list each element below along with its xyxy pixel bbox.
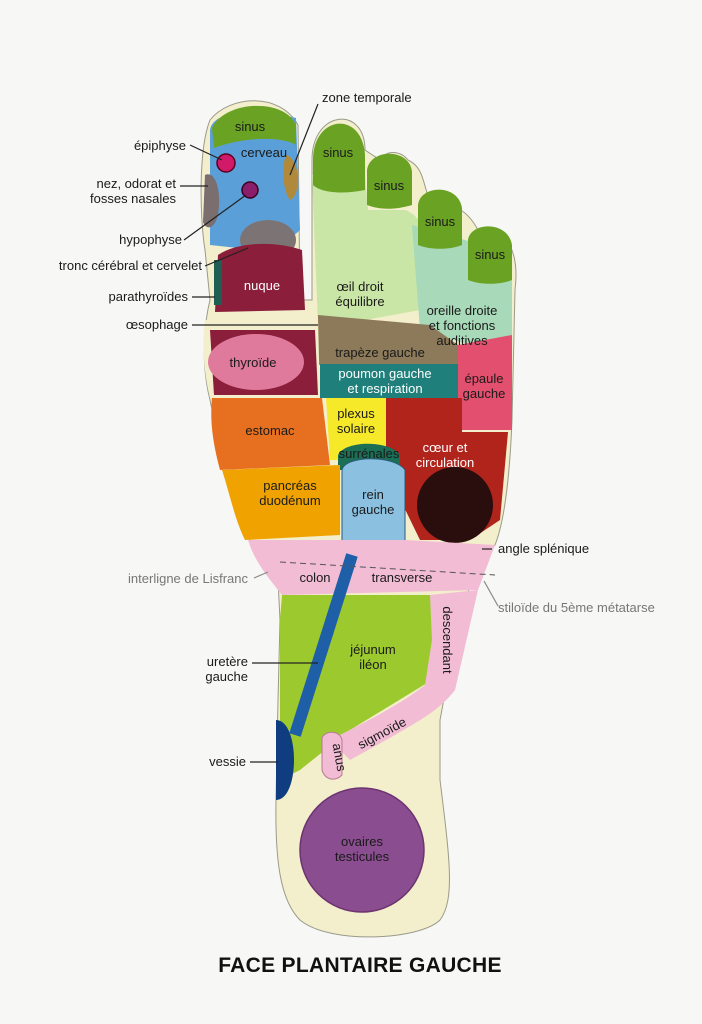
zone-anus [321, 731, 343, 780]
label-surrenales: surrénales [339, 446, 400, 461]
callout-epiphyse: épiphyse [134, 138, 186, 153]
callout-angle-splenique: angle splénique [498, 541, 589, 556]
callout-uretere-2: gauche [205, 669, 248, 684]
zone-pancreas [222, 465, 340, 540]
zone-thyroid [208, 334, 304, 390]
toe-2 [313, 123, 365, 193]
label-pancreas-2: duodénum [259, 493, 320, 508]
zone-rate [417, 467, 493, 543]
zone-ovaires [299, 787, 425, 913]
label-rein-2: gauche [352, 502, 395, 517]
callout-parathyroides: parathyroïdes [109, 289, 189, 304]
zone-descendant [330, 590, 478, 760]
label-oreille-3: auditives [436, 333, 488, 348]
callout-vessie: vessie [209, 754, 246, 769]
callout-interligne: interligne de Lisfranc [128, 571, 248, 586]
zone-epaule [458, 335, 512, 430]
label-sinus-5: sinus [475, 247, 506, 262]
label-colon: colon [299, 570, 330, 585]
label-anus: anus [330, 742, 350, 773]
label-jejunum-2: iléon [359, 657, 386, 672]
label-nuque: nuque [244, 278, 280, 293]
label-sinus-2: sinus [323, 145, 354, 160]
toe-5 [468, 226, 512, 284]
label-transverse: transverse [372, 570, 433, 585]
label-plexus-2: solaire [337, 421, 375, 436]
callout-nez-2: fosses nasales [90, 191, 176, 206]
lisfranc-line [279, 561, 496, 576]
callout-uretere-1: uretère [207, 654, 248, 669]
zone-trapeze [318, 315, 458, 365]
toe-4 [418, 189, 462, 249]
callout-zone-temporale: zone temporale [322, 90, 412, 105]
label-jejunum-1: jéjunum [349, 642, 396, 657]
label-estomac: estomac [245, 423, 295, 438]
zone-nuque [215, 243, 305, 312]
label-sinus-4: sinus [425, 214, 456, 229]
toe-3 [367, 153, 412, 209]
callout-oesophage: œsophage [126, 317, 188, 332]
callout-tronc: tronc cérébral et cervelet [59, 258, 202, 273]
label-oreille-2: et fonctions [429, 318, 496, 333]
label-rein-1: rein [362, 487, 384, 502]
label-ovaires-1: ovaires [341, 834, 383, 849]
callout-nez-1: nez, odorat et [97, 176, 177, 191]
callout-hypophyse: hypophyse [119, 232, 182, 247]
label-poumon-1: poumon gauche [338, 366, 431, 381]
zone-temporale-patch [283, 155, 298, 200]
label-sinus-1: sinus [235, 119, 266, 134]
label-oeil-1: œil droit [337, 279, 384, 294]
zone-cerveau [210, 111, 300, 250]
label-plexus-1: plexus [337, 406, 375, 421]
label-sinus-3: sinus [374, 178, 405, 193]
label-oeil-2: équilibre [335, 294, 384, 309]
label-descendant: descendant [440, 606, 455, 674]
label-poumon-2: et respiration [347, 381, 422, 396]
label-coeur-1: cœur et [423, 440, 468, 455]
zone-nez-gray [203, 174, 220, 228]
label-thyroide: thyroïde [230, 355, 277, 370]
label-pancreas-1: pancréas [263, 478, 317, 493]
diagram-title: FACE PLANTAIRE GAUCHE [218, 954, 502, 977]
epiphyse-dot [216, 153, 236, 173]
label-oreille-1: oreille droite [427, 303, 498, 318]
label-ovaires-2: testicules [335, 849, 390, 864]
label-trapeze: trapèze gauche [335, 345, 425, 360]
zone-estomac [211, 398, 330, 470]
zone-poumon [320, 364, 462, 398]
callout-stiloide: stiloïde du 5ème métatarse [498, 600, 655, 615]
zone-vessie [276, 720, 294, 800]
label-coeur-2: circulation [416, 455, 475, 470]
uretere [289, 553, 358, 737]
leader-lines [180, 103, 499, 763]
zone-parathyroides [214, 260, 222, 305]
zone-sinus-big-toe [212, 105, 296, 148]
label-epaule-2: gauche [463, 386, 506, 401]
hypophyse-dot [241, 181, 259, 199]
label-cerveau: cerveau [241, 145, 287, 160]
zone-oeil [312, 167, 430, 325]
label-epaule-1: épaule [464, 371, 503, 386]
